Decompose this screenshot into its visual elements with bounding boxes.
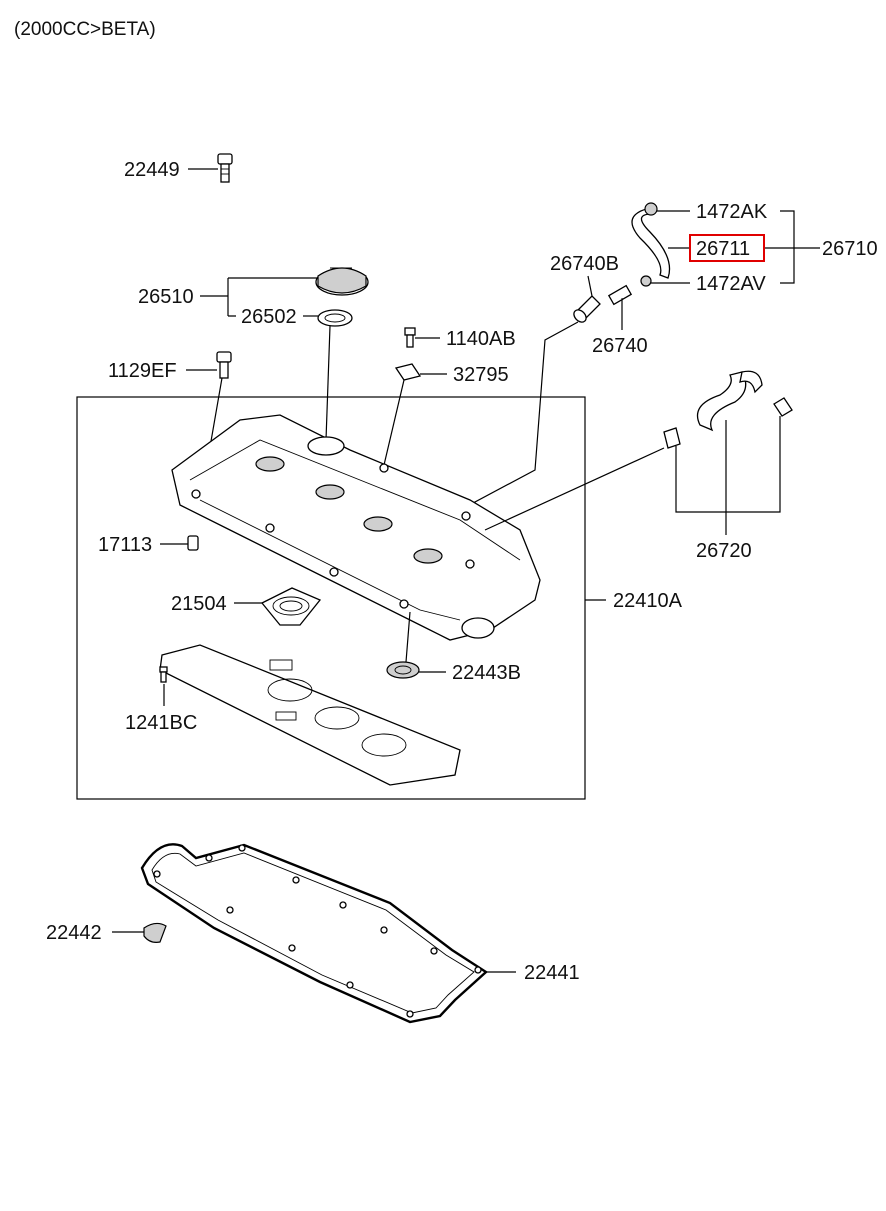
leader-22443B-up [405,611,411,663]
label-26720[interactable]: 26720 [696,540,752,562]
label-17113[interactable]: 17113 [98,534,152,556]
label-1472AK[interactable]: 1472AK [696,201,768,223]
leader-26740B-down [459,321,579,511]
label-1241BC[interactable]: 1241BC [125,712,197,734]
dowel-17113-part[interactable] [187,535,199,551]
rocker-cover-part[interactable] [171,414,541,641]
leader-26720-cover [484,447,665,531]
label-26711[interactable]: 26711 [696,238,750,260]
plug-22442-part[interactable] [143,922,167,943]
label-22449[interactable]: 22449 [124,159,180,181]
bolt-1140AB-part[interactable] [404,327,416,348]
label-1472AV[interactable]: 1472AV [696,273,766,295]
pcv-valve-part[interactable] [607,284,633,320]
bolt-1129EF-part[interactable] [216,351,232,379]
bracket-26710 [764,210,820,284]
breather-hose-part[interactable] [663,370,793,449]
cover-gasket-part[interactable] [140,843,488,1024]
label-26710[interactable]: 26710 [822,238,878,260]
seal-22443B-part[interactable] [386,661,420,679]
bolt-22449-part[interactable] [217,153,233,183]
label-1140AB[interactable]: 1140AB [446,328,516,350]
pcv-grommet-part[interactable] [572,295,601,324]
label-22410A[interactable]: 22410A [613,590,683,612]
assembly-frame [76,396,586,800]
leader-26510 [200,277,318,317]
label-22442[interactable]: 22442 [46,922,102,944]
label-32795[interactable]: 32795 [453,364,509,386]
label-26502[interactable]: 26502 [241,306,297,328]
leader-26502-down [325,325,331,441]
label-1129EF[interactable]: 1129EF [108,360,177,382]
label-22443B[interactable]: 22443B [452,662,521,684]
bolt-1241BC-part[interactable] [159,666,168,683]
highlight-box-26711 [689,234,765,262]
leader-32795-down [383,379,405,466]
cap-seal-part[interactable] [317,309,353,327]
label-26740B[interactable]: 26740B [550,253,619,275]
label-26510[interactable]: 26510 [138,286,194,308]
label-21504[interactable]: 21504 [171,593,227,615]
diagram-title: (2000CC>BETA) [14,19,156,40]
label-22441[interactable]: 22441 [524,962,580,984]
bracket-32795-part[interactable] [394,363,422,381]
gasket-21504-part[interactable] [260,587,322,626]
oil-filler-cap-part[interactable] [315,267,369,296]
bracket-26720 [675,416,781,535]
pcv-hose-part[interactable] [631,202,671,287]
label-26740[interactable]: 26740 [592,335,648,357]
leader-26740B [587,275,593,297]
